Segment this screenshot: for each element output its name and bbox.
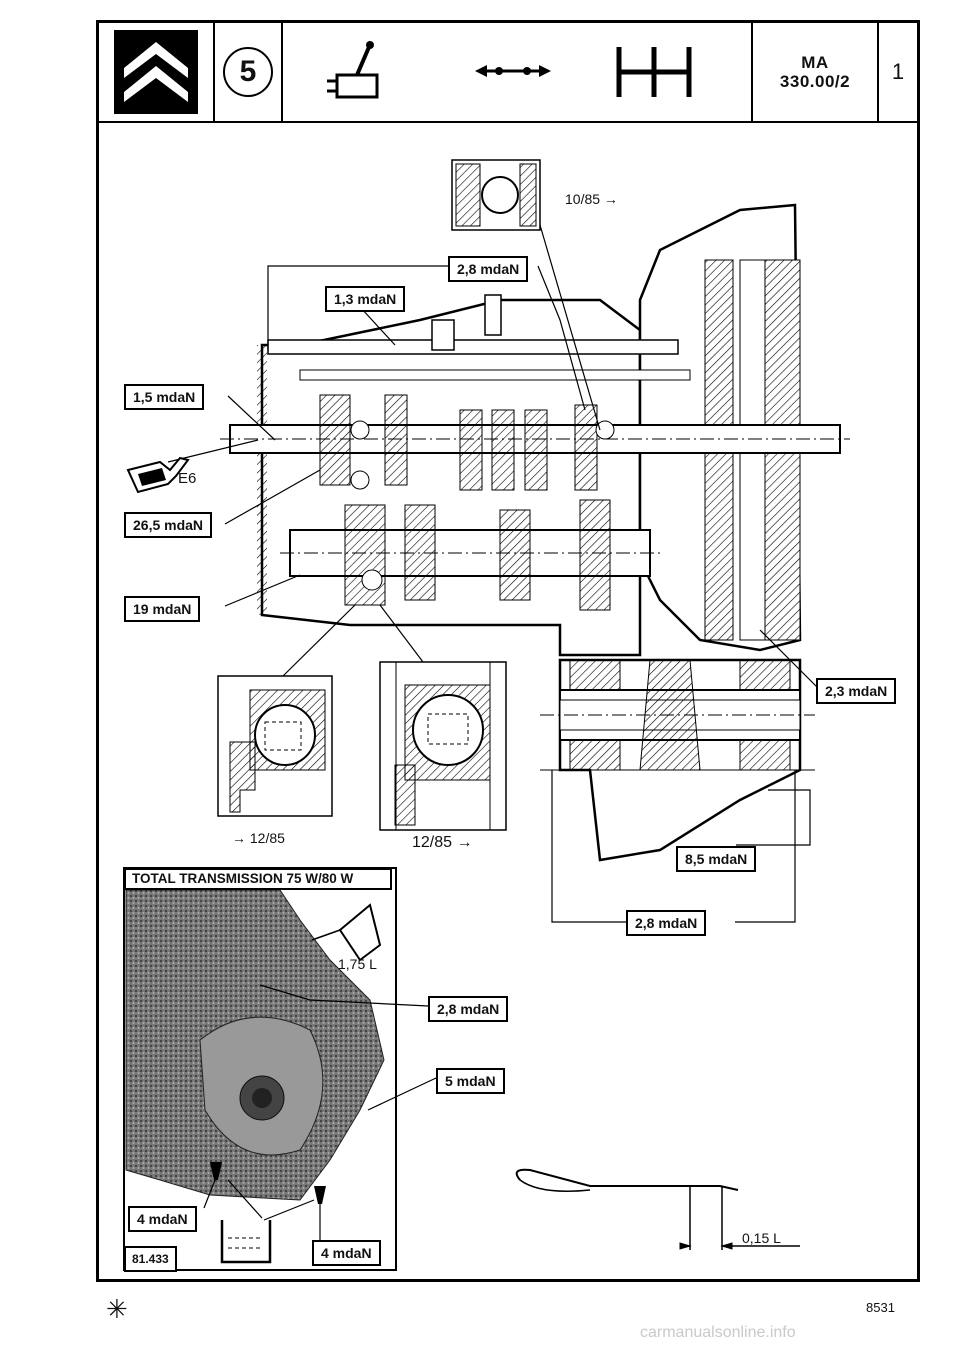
photo-reference: 81.433	[124, 1246, 177, 1272]
dipstick-drawing	[515, 1168, 800, 1250]
oil-can-icon	[126, 456, 190, 494]
photo-leader-lines	[203, 984, 437, 1242]
page-frame: 5 MA 330.00/2 1	[96, 20, 920, 1282]
gear-count: 5	[239, 55, 257, 88]
torque-callout: 2,3 mdaN	[816, 678, 897, 704]
sheet-cell: 1	[879, 23, 917, 121]
torque-callout: 1,5 mdaN	[124, 384, 205, 410]
gearbox-photo-panel	[123, 867, 397, 1271]
gearbox-lever-icon	[327, 41, 379, 99]
torque-callout: 2,8 mdaN	[428, 996, 509, 1022]
torque-callout: 19 mdaN	[124, 596, 201, 622]
torque-callout: 4 mdaN	[128, 1206, 197, 1232]
page-code: 8531	[866, 1300, 895, 1315]
date-label-right: 12/85 →	[412, 834, 473, 851]
header-icons-cell	[283, 23, 753, 121]
bearing-detail-left	[217, 675, 333, 817]
torque-callout: 26,5 mdaN	[124, 512, 213, 538]
brand-logo-cell	[99, 23, 215, 121]
torque-callout: 2,8 mdaN	[448, 256, 529, 282]
torque-callout: 5 mdaN	[436, 1068, 505, 1094]
watermark: carmanualsonline.info	[640, 1324, 796, 1341]
citroen-chevrons-icon	[114, 30, 198, 114]
driveshaft-icon	[475, 65, 551, 77]
date-label-left: → 12/85	[232, 830, 285, 846]
header-divider	[99, 121, 917, 123]
ref-cell: MA 330.00/2	[753, 23, 879, 121]
torque-callout: 8,5 mdaN	[676, 846, 757, 872]
bearing-detail-right	[379, 661, 507, 831]
gear-count-cell: 5	[215, 23, 283, 121]
torque-callout: 2,8 mdaN	[626, 910, 707, 936]
footer-asterisk-icon: ✳	[106, 1294, 128, 1324]
leader-lines	[167, 224, 819, 846]
torque-callout: 1,3 mdaN	[325, 286, 406, 312]
oil-capacity: 1,75 L	[338, 956, 377, 972]
photo-title: TOTAL TRANSMISSION 75 W/80 W	[124, 868, 392, 890]
oil-grade-label: E6	[178, 470, 197, 487]
date-label-top: 10/85 →	[565, 191, 618, 207]
gear-count-badge: 5	[223, 47, 273, 97]
manual-reference: MA 330.00/2	[779, 53, 851, 91]
dipstick-capacity: 0,15 L	[742, 1230, 781, 1246]
bearing-detail-top	[451, 159, 541, 231]
shift-pattern-icon	[616, 47, 692, 97]
sheet-number: 1	[891, 59, 905, 84]
differential-section	[540, 658, 815, 923]
gearbox-casing	[220, 203, 850, 657]
torque-callout: 4 mdaN	[312, 1240, 381, 1266]
